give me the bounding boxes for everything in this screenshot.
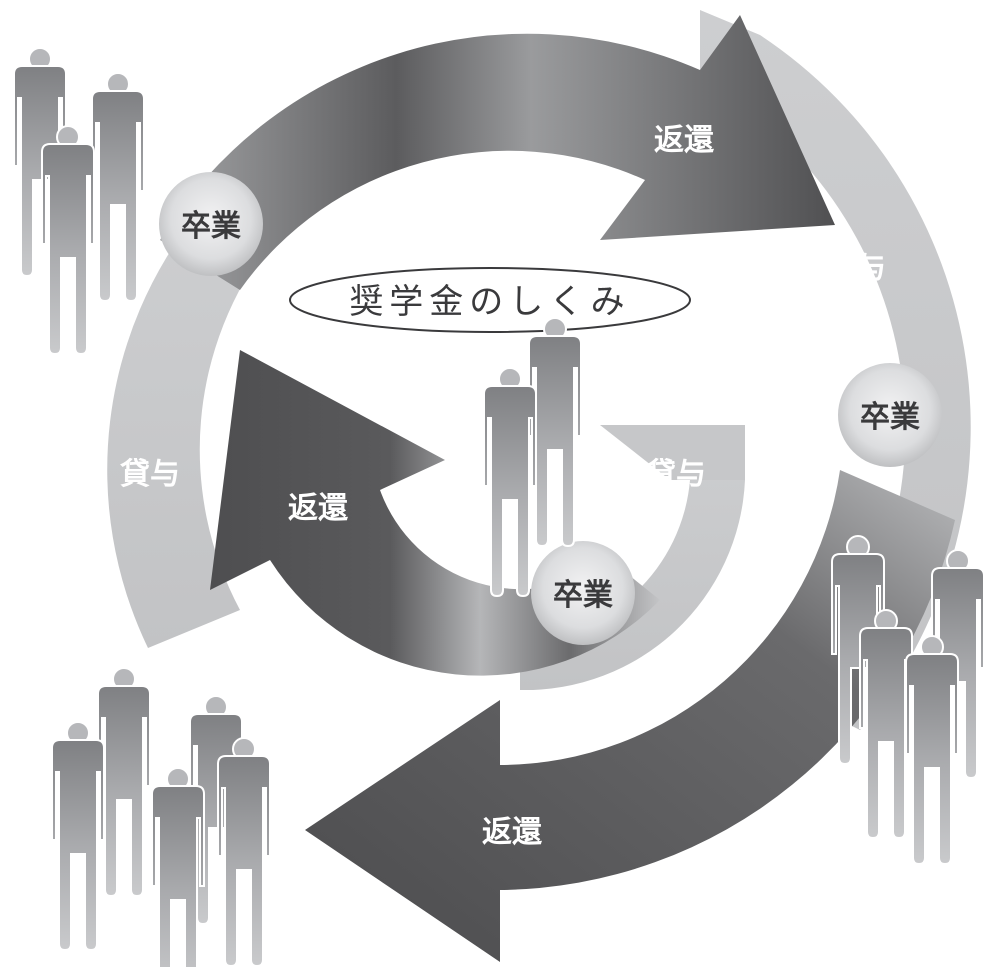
title-ellipse [289, 267, 691, 333]
person-icon [217, 737, 271, 967]
people-group-bottomleft [51, 667, 271, 972]
label-loan-left: 貸与 [120, 457, 180, 492]
label-graduate-right: 卒業 [860, 400, 920, 435]
loan-band-inner [520, 425, 745, 691]
person-icon [51, 721, 105, 951]
person-icon [97, 667, 151, 897]
graduate-badge-right [838, 363, 942, 467]
person-icon [859, 609, 913, 839]
person-icon [41, 125, 95, 355]
return-arrow-bottom [305, 470, 955, 962]
label-return-inner: 返還 [288, 491, 349, 526]
label-graduate-inner: 卒業 [553, 578, 613, 613]
label-loan-inner: 貸与 [646, 457, 706, 492]
label-loan-right: 貸与 [826, 251, 886, 286]
title: 奨学金のしくみ [349, 282, 630, 322]
person-icon [91, 72, 145, 302]
person-icon [151, 767, 205, 972]
loan-band-outer-left [107, 210, 272, 648]
return-arrow-top [160, 15, 835, 290]
graduate-badge-topleft [159, 172, 263, 276]
label-graduate-topleft: 卒業 [181, 209, 241, 244]
person-icon [905, 635, 959, 865]
people-group-topleft [13, 47, 145, 355]
label-return-bottom: 返還 [482, 815, 543, 850]
label-return-top: 返還 [654, 123, 715, 158]
person-icon [483, 367, 537, 597]
graduate-badge-inner [531, 541, 635, 645]
loan-band-inner-top [600, 425, 745, 480]
